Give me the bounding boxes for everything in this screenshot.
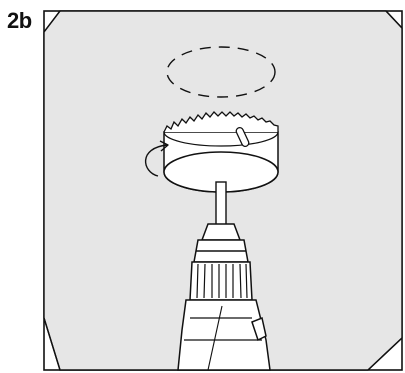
rotation-arrow-icon <box>144 140 169 177</box>
step-label: 2b <box>7 8 32 33</box>
hole-saw <box>163 111 279 193</box>
perspective-lines <box>43 10 403 371</box>
saw-teeth <box>163 111 279 133</box>
drill-shaft <box>215 181 227 227</box>
drill-body <box>177 223 271 371</box>
cut-outline <box>166 46 276 98</box>
saw-slot <box>235 126 250 148</box>
